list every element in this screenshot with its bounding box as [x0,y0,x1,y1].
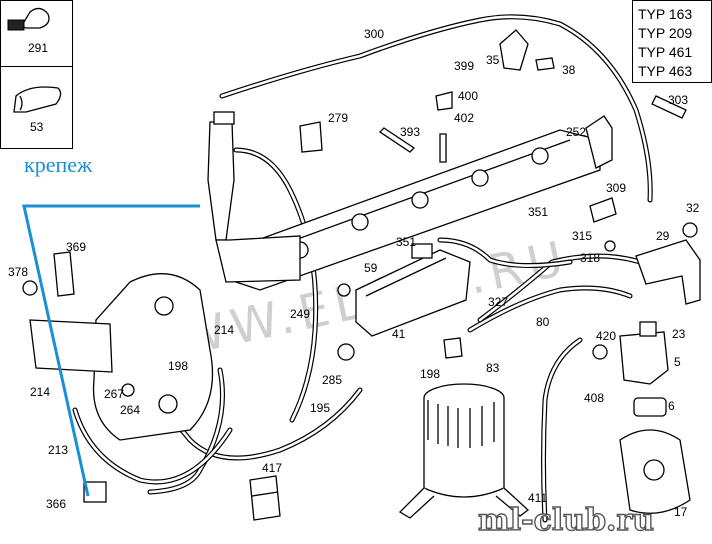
callout-label: 420 [596,329,616,343]
fuel-filter-module [355,243,471,337]
fuel-filter [398,383,530,519]
callout-labels: 300 399 35 38 400 303 279 402 393 252 30… [8,27,700,519]
callout-label: 285 [322,373,342,387]
callout-label: 29 [656,229,670,243]
fasteners [22,29,698,503]
callout-label: 59 [364,261,378,275]
valve-assembly [619,321,691,514]
sleeve-53-icon [13,86,62,113]
legend-item-291: 291 [28,41,48,55]
callout-label: 214 [30,385,50,399]
callout-label: 198 [168,359,188,373]
callout-label: 32 [686,201,700,215]
legend-item-53: 53 [30,120,44,134]
callout-label: 38 [562,63,576,77]
site-logo: ml-club.ru [478,503,654,538]
callout-label: 366 [46,497,66,511]
callout-label: 252 [566,125,586,139]
callout-label: 213 [48,443,68,457]
injector [207,111,301,283]
callout-label: 214 [214,323,234,337]
callout-label: 393 [400,125,420,139]
callout-label: 399 [454,59,474,73]
legend-panel: 291 53 [0,0,73,149]
callout-label: 408 [584,391,604,405]
callout-label: 300 [364,27,384,41]
callout-label: 249 [290,307,310,321]
callout-label: 315 [572,229,592,243]
callout-label: 318 [580,251,600,265]
callout-label: 279 [328,111,348,125]
fuel-lines [72,14,653,523]
callout-label: 378 [8,265,28,279]
callout-label: 6 [668,399,675,413]
typ-line: TYP 163 [638,6,692,22]
callout-label: 417 [262,461,282,475]
fastener-annotation: крепеж [22,152,200,497]
callout-label: 351 [396,235,416,249]
callout-label: 41 [392,327,406,341]
callout-label: 5 [674,355,681,369]
callout-label: 411 [528,491,547,505]
bracket-29 [635,239,701,305]
callout-label: 309 [606,181,626,195]
callout-label: 23 [672,327,686,341]
callout-label: 80 [536,315,550,329]
callout-label: 264 [120,403,140,417]
callout-label: 351 [528,205,548,219]
clamp-291-icon [7,7,50,31]
callout-label: 198 [420,367,440,381]
callout-label: 369 [66,240,86,254]
callout-label: 83 [486,361,500,375]
callout-label: 267 [104,387,124,401]
callout-label: 303 [668,93,688,107]
typ-line: TYP 463 [638,63,692,79]
callout-label: 327 [488,295,508,309]
callout-label: 400 [458,89,478,103]
callout-label: 402 [454,111,474,125]
callout-label: 35 [486,53,500,67]
callout-label: 17 [674,505,688,519]
callout-label: 195 [310,401,330,415]
typ-line: TYP 461 [638,44,692,60]
typ-line: TYP 209 [638,25,692,41]
clip-417 [249,475,281,521]
annotation-line [22,204,200,497]
typ-box: TYP 163 TYP 209 TYP 461 TYP 463 [632,0,712,83]
annotation-label: крепеж [24,152,93,177]
